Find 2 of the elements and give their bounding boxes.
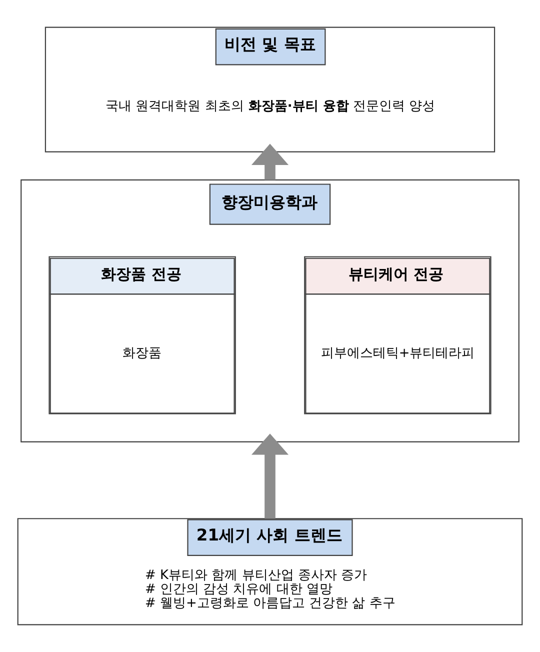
arrow <box>251 144 289 180</box>
arrow <box>251 434 289 519</box>
